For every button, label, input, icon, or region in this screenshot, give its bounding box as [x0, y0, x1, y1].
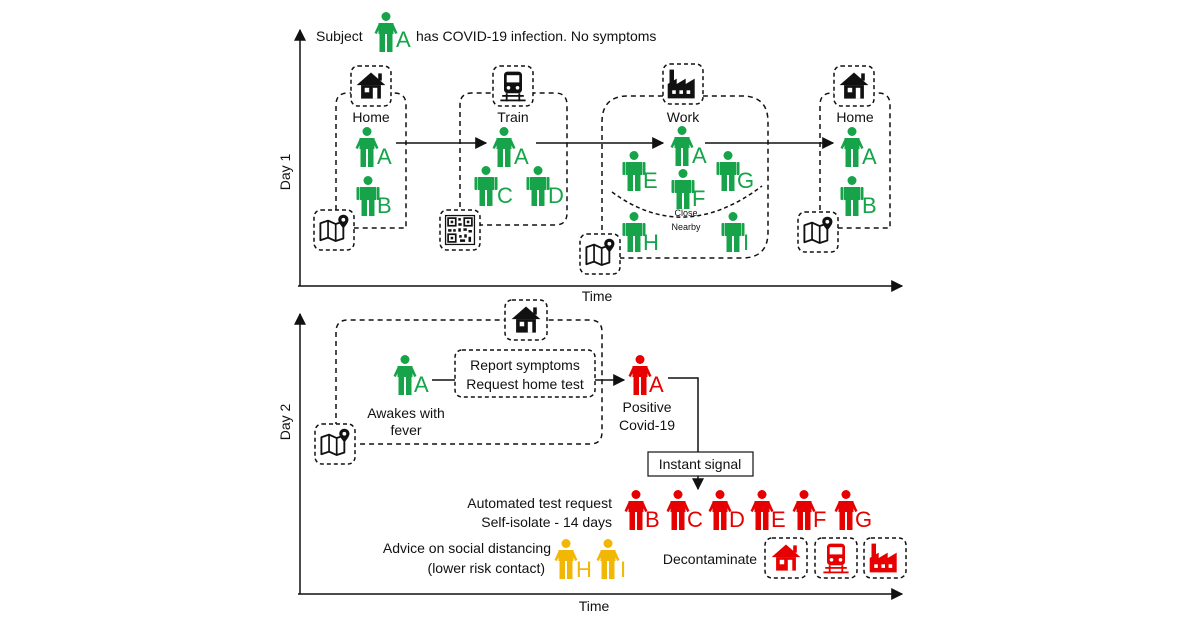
person-label: H: [643, 230, 659, 255]
contact-label: D: [729, 507, 745, 532]
home-1-label: Home: [352, 109, 390, 125]
lowrisk-I: I: [596, 539, 626, 582]
close-label: Close: [674, 208, 697, 218]
auto-line2: Self-isolate - 14 days: [481, 514, 612, 530]
contact-label: E: [771, 507, 786, 532]
day2-home-frame: [335, 319, 603, 445]
location-home-2: Home A B: [797, 65, 891, 253]
lowrisk-H: H: [554, 539, 592, 582]
advice-line1: Advice on social distancing: [383, 540, 551, 556]
person-icon: [554, 539, 578, 579]
contact-G: G: [834, 490, 872, 532]
positive-line2: Covid-19: [619, 417, 675, 433]
contact-B: B: [624, 490, 660, 532]
work-label: Work: [667, 109, 700, 125]
awakes-line1: Awakes with: [367, 405, 445, 421]
contact-F: F: [792, 490, 826, 532]
person-label: I: [743, 230, 749, 255]
positive-a-label: A: [649, 372, 664, 397]
contact-label: C: [687, 507, 703, 532]
subject-person: A: [374, 12, 411, 52]
person-label: E: [643, 168, 658, 193]
positive-line1: Positive: [622, 399, 671, 415]
day1-panel: Day 1 Time Subject A has COVID-19 infect…: [277, 12, 904, 304]
person-label: A: [692, 143, 707, 168]
person-icon: [840, 127, 864, 167]
location-home-1: Home A B: [313, 65, 407, 251]
day1-axis-label: Day 1: [277, 154, 293, 191]
day2-panel: Day 2 Time A Awakes with fever Report sy…: [277, 299, 907, 614]
lowrisk-label: H: [576, 557, 592, 582]
subject-suffix: has COVID-19 infection. No symptoms: [416, 28, 656, 44]
signal-label: Instant signal: [659, 456, 742, 472]
day2-time-label: Time: [579, 598, 610, 614]
work-frame: [601, 95, 769, 259]
location-train: Train A C D: [439, 65, 568, 251]
close-boundary-arc: [611, 185, 763, 218]
person-label: C: [497, 183, 513, 208]
report-box: [454, 349, 596, 398]
awakes-line2: fever: [390, 422, 421, 438]
home-1-frame: [335, 92, 407, 229]
report-line2: Request home test: [466, 376, 584, 392]
home-2-frame: [819, 92, 891, 229]
contact-label: F: [813, 507, 826, 532]
advice-line2: (lower risk contact): [428, 560, 545, 576]
home-2-label: Home: [836, 109, 874, 125]
person-label: B: [377, 193, 392, 218]
person-icon: [526, 166, 550, 206]
person-icon: [840, 176, 864, 216]
person-icon: [670, 126, 694, 166]
day2-axis-label: Day 2: [277, 404, 293, 441]
auto-line1: Automated test request: [467, 495, 612, 511]
person-label: G: [737, 168, 754, 193]
person-label: A: [377, 144, 392, 169]
train-frame: [459, 92, 568, 226]
person-label: B: [862, 193, 877, 218]
subject-letter: A: [396, 27, 411, 52]
person-icon: [474, 166, 498, 206]
decontaminate-label: Decontaminate: [663, 551, 757, 567]
person-label: F: [692, 186, 705, 211]
nearby-label: Nearby: [671, 222, 701, 232]
contact-E: E: [750, 490, 786, 532]
day1-time-label: Time: [582, 288, 613, 304]
person-a-label: A: [414, 372, 429, 397]
lowrisk-label: I: [620, 557, 626, 582]
person-label: D: [548, 183, 564, 208]
person-icon: [596, 539, 620, 579]
train-label: Train: [497, 109, 528, 125]
contact-D: D: [708, 490, 745, 532]
signal-box: [647, 451, 754, 477]
location-work: Work A E F G Close Nearby H I: [579, 63, 769, 275]
contact-C: C: [666, 490, 703, 532]
person-icon: [355, 127, 379, 167]
person-icon: [721, 212, 745, 252]
person-icon: [492, 127, 516, 167]
contact-label: B: [645, 507, 660, 532]
contact-label: G: [855, 507, 872, 532]
person-label: A: [514, 144, 529, 169]
report-line1: Report symptoms: [470, 357, 580, 373]
subject-prefix: Subject: [316, 28, 363, 44]
person-label: A: [862, 144, 877, 169]
